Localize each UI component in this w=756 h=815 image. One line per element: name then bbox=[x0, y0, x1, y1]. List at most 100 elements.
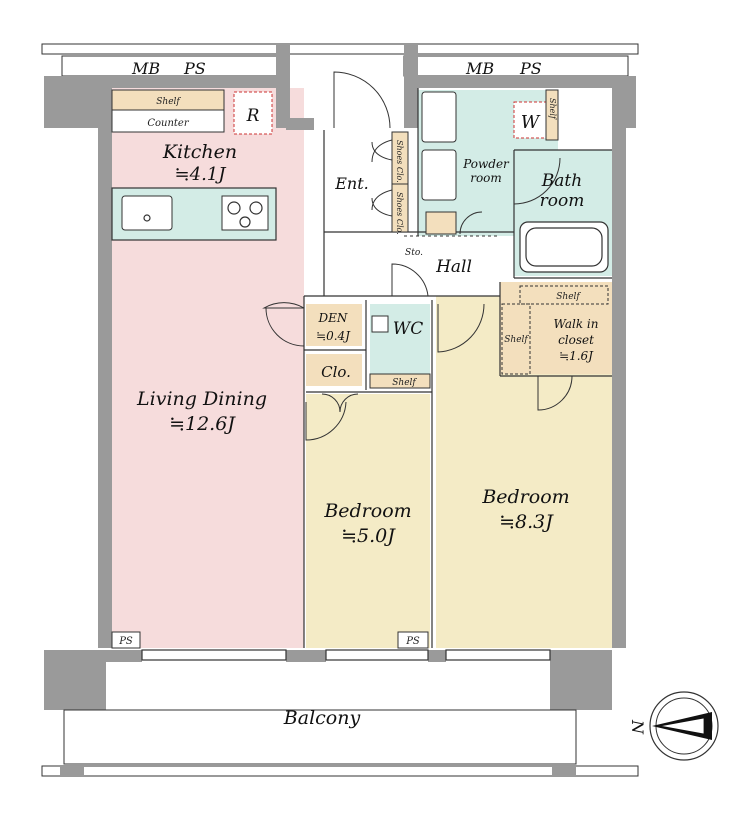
living-dining-size: ≒12.6J bbox=[169, 413, 236, 435]
den-name: DEN bbox=[318, 311, 348, 325]
bedroom-large-name: Bedroom bbox=[481, 486, 569, 508]
ps-living-box bbox=[111, 631, 141, 649]
balcony-rail-post-right bbox=[552, 766, 576, 776]
ps-right-label: PS bbox=[519, 59, 542, 78]
bedroom-small-size: ≒5.0J bbox=[341, 525, 396, 547]
balcony-rail bbox=[41, 765, 639, 777]
kitchen-name: Kitchen bbox=[162, 141, 237, 163]
wc-shelf-label: Shelf bbox=[392, 378, 417, 388]
burner-icon-2 bbox=[249, 201, 263, 215]
refrigerator-space bbox=[233, 91, 273, 135]
wall-right-corner bbox=[616, 76, 636, 128]
shoes-closet-2 bbox=[391, 183, 409, 233]
cooktop bbox=[221, 195, 269, 231]
wall-entrance-right bbox=[404, 44, 418, 128]
den-area bbox=[306, 304, 362, 346]
burner-icon-1 bbox=[227, 201, 241, 215]
clo-door-swing-icon bbox=[321, 393, 359, 413]
powder-room-line2: room bbox=[470, 171, 502, 185]
powder-sink-2 bbox=[421, 149, 457, 201]
shoes-closet-door-icon bbox=[371, 139, 393, 217]
wall-entrance-back bbox=[286, 118, 314, 130]
den-size: ≒0.4J bbox=[316, 329, 351, 343]
walk-in-closet-size: ≒1.6J bbox=[559, 349, 594, 363]
ps-living-label: PS bbox=[118, 636, 133, 647]
wall-right bbox=[612, 88, 626, 648]
bath-room-line1: Bath bbox=[541, 171, 582, 191]
living-dining-area bbox=[112, 88, 304, 648]
bedroom-large-notch bbox=[436, 376, 612, 396]
wall-top-left bbox=[44, 76, 286, 88]
balcony-rail-post-left bbox=[60, 766, 84, 776]
bathtub bbox=[519, 221, 609, 273]
clo-name: Clo. bbox=[321, 363, 351, 381]
mb-right-label: MB bbox=[465, 59, 494, 78]
shoes-closet-1-label: Shoes Clo. bbox=[395, 140, 404, 183]
den-door-swing-icon bbox=[262, 302, 305, 309]
kitchen-shelf-label: Shelf bbox=[156, 97, 181, 107]
corridor-top-rail-inner bbox=[61, 55, 287, 77]
powder-sink-stand bbox=[425, 211, 457, 235]
balcony-name: Balcony bbox=[283, 707, 361, 729]
wall-left bbox=[98, 88, 112, 648]
burner-icon-3 bbox=[239, 216, 251, 228]
powder-shelf-label: Shelf bbox=[548, 98, 557, 121]
wic-door-swing-icon bbox=[537, 375, 573, 411]
corridor-top-rail bbox=[41, 43, 639, 55]
clo-area bbox=[306, 354, 362, 386]
hall-door-swing-icon bbox=[391, 263, 429, 297]
bath-door-swing-icon bbox=[513, 157, 561, 205]
powder-door-swing-icon bbox=[459, 211, 483, 235]
window-living bbox=[141, 649, 287, 661]
entrance-name: Ent. bbox=[334, 174, 369, 193]
washer-label: W bbox=[521, 112, 541, 133]
wc-sink bbox=[371, 315, 389, 333]
compass-north-label: N bbox=[628, 719, 647, 735]
walk-in-closet-area bbox=[500, 282, 612, 374]
wc-door-swing-icon bbox=[437, 303, 485, 353]
wall-bottom-mid-1 bbox=[286, 650, 326, 662]
powder-sink-1 bbox=[421, 91, 457, 143]
wic-shelf-top bbox=[519, 285, 609, 305]
bedroom-small-name: Bedroom bbox=[323, 500, 411, 522]
bedroom-large-size: ≒8.3J bbox=[499, 511, 554, 533]
walk-in-closet-line1: Walk in bbox=[554, 317, 599, 331]
wall-bottom-left-pillar bbox=[44, 650, 106, 710]
kitchen-counter bbox=[111, 109, 225, 133]
storage-label: Sto. bbox=[405, 248, 423, 258]
kitchen-size: ≒4.1J bbox=[175, 164, 228, 185]
sink-drain-icon bbox=[143, 214, 151, 222]
bedroom-small-door-swing-icon bbox=[305, 401, 347, 441]
balcony-area bbox=[63, 709, 577, 765]
bathtub-inner bbox=[525, 227, 603, 267]
wall-bottom-left bbox=[106, 650, 142, 662]
walk-in-closet-line2: closet bbox=[558, 333, 594, 347]
ps-left-label: PS bbox=[183, 59, 206, 78]
refrigerator-label: R bbox=[246, 106, 260, 126]
compass-icon bbox=[649, 691, 719, 761]
den-door-swing-icon-2 bbox=[265, 307, 305, 347]
wc-name: WC bbox=[393, 319, 423, 339]
powder-shelf bbox=[545, 89, 559, 141]
wall-top-right bbox=[404, 76, 634, 88]
window-bedroom-small bbox=[325, 649, 429, 661]
washer-space bbox=[513, 101, 547, 139]
entrance-area bbox=[330, 132, 392, 232]
powder-room-line1: Powder bbox=[462, 157, 510, 171]
wic-shelf-left-label: Shelf bbox=[504, 335, 529, 345]
living-dining-name: Living Dining bbox=[136, 388, 267, 410]
wall-bottom-right-pillar bbox=[550, 650, 612, 710]
bath-room-line2: room bbox=[540, 191, 585, 211]
wall-bottom-mid-2 bbox=[428, 650, 446, 662]
wic-shelf-left bbox=[501, 303, 531, 375]
shoes-closet-2-label: Shoes Clo. bbox=[395, 192, 404, 235]
front-door-swing-icon bbox=[333, 71, 391, 129]
wall-left-corner bbox=[44, 76, 104, 128]
wall-entrance-left bbox=[276, 44, 290, 128]
kitchen-sink bbox=[121, 195, 173, 231]
wic-shelf-top-label: Shelf bbox=[556, 292, 581, 302]
ps-bedroom-box bbox=[397, 631, 429, 649]
wc-shelf bbox=[369, 373, 431, 389]
ps-bedroom-label: PS bbox=[405, 636, 420, 647]
